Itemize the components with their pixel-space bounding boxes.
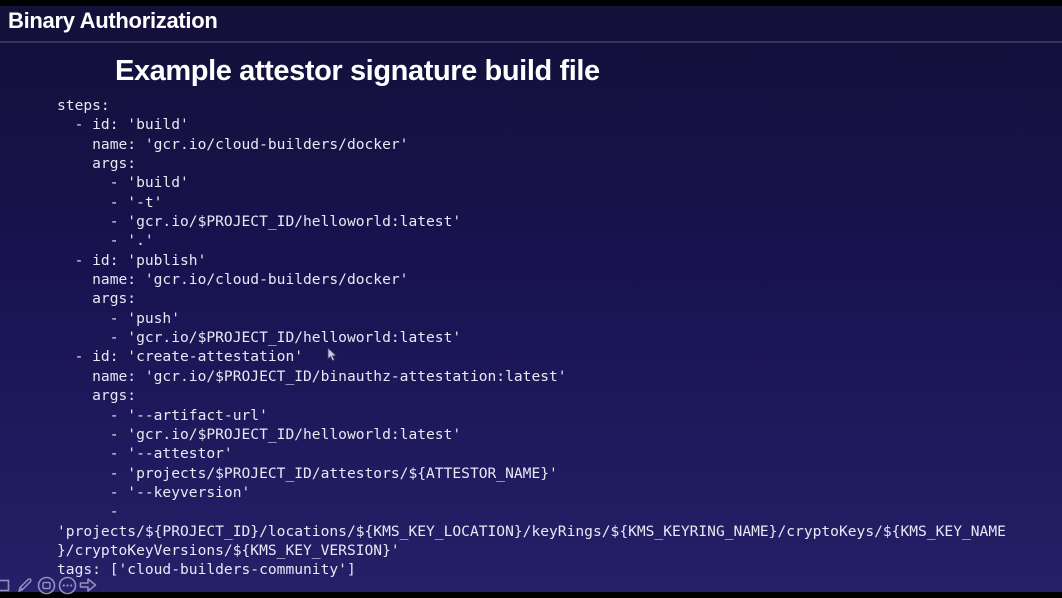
slide: Binary Authorization Example attestor si… bbox=[0, 6, 1062, 594]
shape-pointer-icon[interactable] bbox=[36, 574, 56, 596]
more-options-icon[interactable] bbox=[57, 574, 77, 596]
letterbox-bottom bbox=[0, 592, 1062, 598]
annotation-toolbar bbox=[0, 572, 98, 598]
pencil-icon[interactable] bbox=[15, 574, 35, 596]
arrow-forward-icon[interactable] bbox=[78, 574, 98, 596]
letterbox-top bbox=[0, 0, 1062, 6]
slide-title: Example attestor signature build file bbox=[115, 55, 600, 87]
mouse-cursor-icon bbox=[327, 347, 337, 362]
select-square-icon[interactable] bbox=[0, 574, 14, 596]
code-block: steps: - id: 'build' name: 'gcr.io/cloud… bbox=[57, 97, 1006, 579]
header-title: Binary Authorization bbox=[8, 8, 218, 33]
header-divider bbox=[0, 41, 1062, 43]
